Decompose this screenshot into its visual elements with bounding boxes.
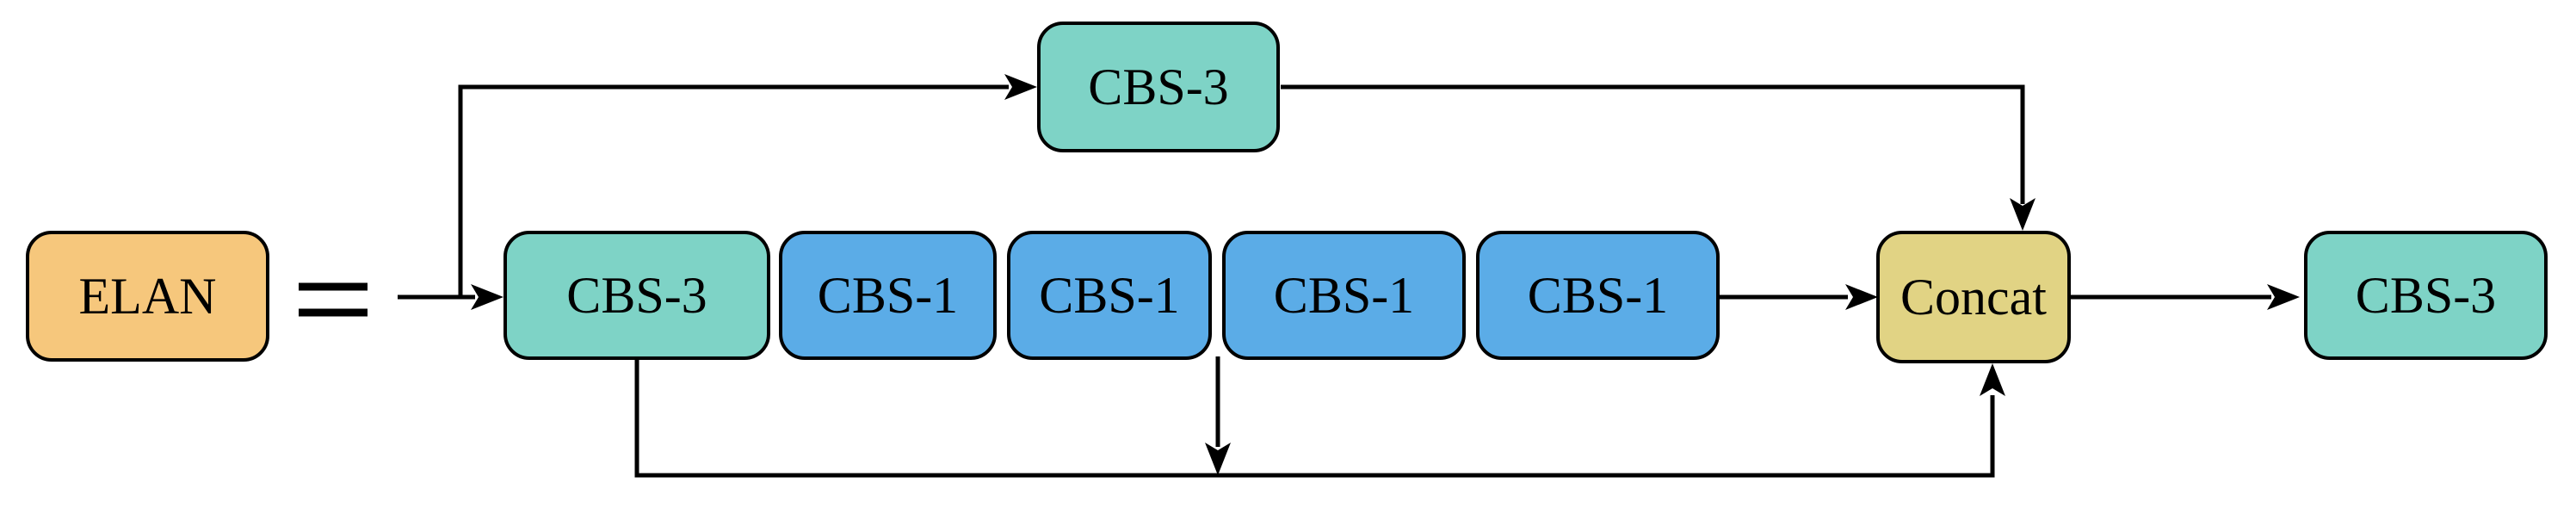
node-cbs1-4: CBS-1	[1476, 231, 1720, 360]
arrowhead-row-into-concat	[1845, 284, 1878, 310]
node-cbs3-top: CBS-3	[1037, 22, 1280, 152]
node-cbs1-3: CBS-1	[1222, 231, 1466, 360]
arrowhead-into-mid-cbs3	[471, 284, 503, 310]
arrowhead-into-out-cbs3	[2267, 284, 2300, 310]
arrowhead-bottom-into-concat	[1980, 363, 2005, 396]
node-elan: ELAN	[26, 231, 269, 362]
edge-input-to-top-cbs3	[458, 84, 1009, 297]
edge-bottom-branch	[634, 360, 1995, 478]
node-cbs3-output: CBS-3	[2304, 231, 2548, 360]
arrowhead-junction-down	[1205, 443, 1231, 475]
edge-topcbs3-to-concat	[1281, 84, 2025, 204]
node-cbs1-2: CBS-1	[1007, 231, 1212, 360]
node-cbs3-mid: CBS-3	[503, 231, 770, 360]
node-cbs1-1: CBS-1	[779, 231, 997, 360]
arrowhead-top-into-concat	[2010, 198, 2035, 231]
arrowhead-into-top-cbs3	[1004, 74, 1037, 100]
node-concat: Concat	[1876, 231, 2071, 363]
